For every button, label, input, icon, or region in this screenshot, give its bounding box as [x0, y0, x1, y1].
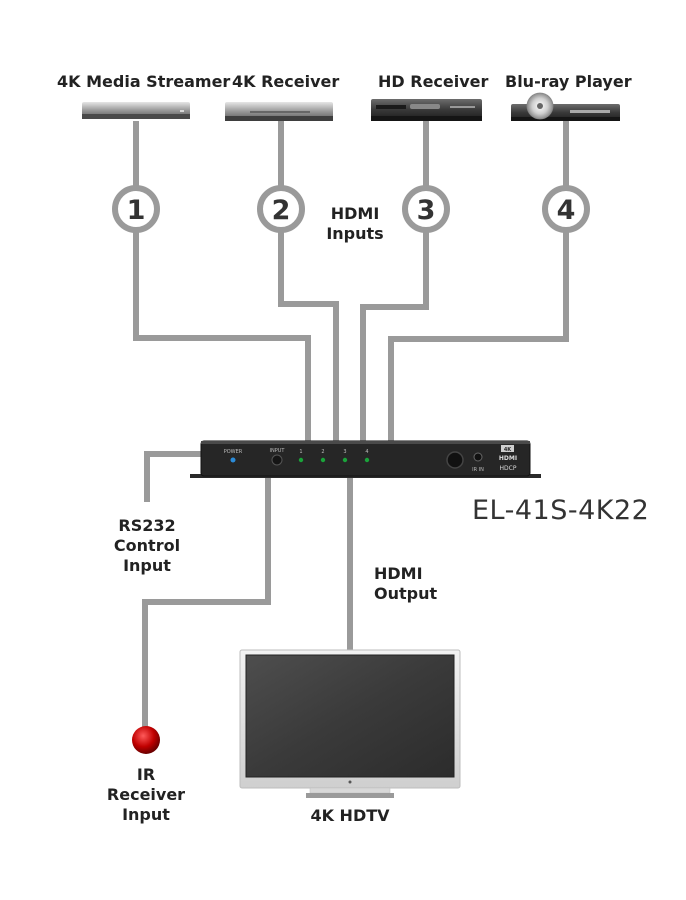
badge-1	[112, 185, 160, 233]
ir-receiver-line1: IR	[136, 765, 156, 784]
badge-1-number: 1	[127, 195, 146, 226]
input-button	[271, 454, 283, 466]
led-4	[364, 457, 370, 463]
input-label: INPUT	[270, 448, 286, 454]
rs232-line3: Input	[123, 556, 171, 575]
power-led	[230, 457, 236, 463]
hdcp-logo: HDCP	[500, 465, 517, 472]
ir-in-jack	[473, 452, 483, 462]
hdmi-logo: HDMI	[499, 455, 517, 462]
ir-in-label: IR IN	[472, 467, 484, 473]
badge-2-number: 2	[272, 195, 291, 226]
badge-3	[402, 185, 450, 233]
switcher-unit: POWER INPUT 1 2 3 4 IR IN 4K HDMI HDCP	[190, 440, 541, 478]
led-1	[298, 457, 304, 463]
cable-input-3	[360, 121, 429, 442]
hd-receiver-device	[371, 99, 482, 121]
led-label-1: 1	[299, 449, 302, 455]
led-label-4: 4	[365, 449, 368, 455]
hdmi-inputs-label: HDMI Inputs	[322, 204, 388, 244]
source-label-2: 4K Receiver	[232, 72, 340, 91]
input-cables	[133, 121, 569, 442]
4k-receiver-device	[225, 102, 333, 121]
badge-4-number: 4	[557, 195, 576, 226]
badge-4	[542, 185, 590, 233]
hdmi-inputs-line2: Inputs	[326, 224, 384, 243]
source-label-3: HD Receiver	[378, 72, 489, 91]
cable-ir	[142, 474, 271, 728]
cable-rs232	[144, 451, 204, 502]
source-label-4: Blu-ray Player	[505, 72, 632, 91]
power-label: POWER	[224, 449, 243, 455]
model-name: EL-41S-4K22	[472, 495, 650, 526]
led-3	[342, 457, 348, 463]
led-label-3: 3	[343, 449, 346, 455]
badge-2	[257, 185, 305, 233]
hdmi-output-line2: Output	[374, 584, 438, 603]
ir-receiver-sensor	[132, 726, 160, 754]
bluray-player-device	[511, 92, 620, 121]
rs232-label: RS232 Control Input	[107, 516, 187, 576]
led-label-2: 2	[321, 449, 324, 455]
4k-badge: 4K	[504, 447, 512, 453]
rs232-line2: Control	[113, 536, 181, 555]
output-cables	[142, 451, 353, 728]
led-2	[320, 457, 326, 463]
rs232-line1: RS232	[118, 516, 176, 535]
hdmi-inputs-line1: HDMI	[330, 204, 380, 223]
source-label-1: 4K Media Streamer	[57, 72, 231, 91]
ir-receiver-line3: Input	[122, 805, 170, 824]
cable-input-4	[388, 121, 569, 442]
hdmi-output-line1: HDMI	[374, 564, 423, 583]
media-streamer-device	[82, 102, 190, 119]
badge-3-number: 3	[417, 195, 436, 226]
ir-receiver-line2: Receiver	[106, 785, 186, 804]
tv-device	[239, 649, 461, 798]
tv-label: 4K HDTV	[310, 806, 390, 825]
ir-window	[446, 451, 464, 469]
ir-receiver-label: IR Receiver Input	[101, 765, 191, 825]
hdmi-output-label: HDMI Output	[374, 564, 437, 604]
